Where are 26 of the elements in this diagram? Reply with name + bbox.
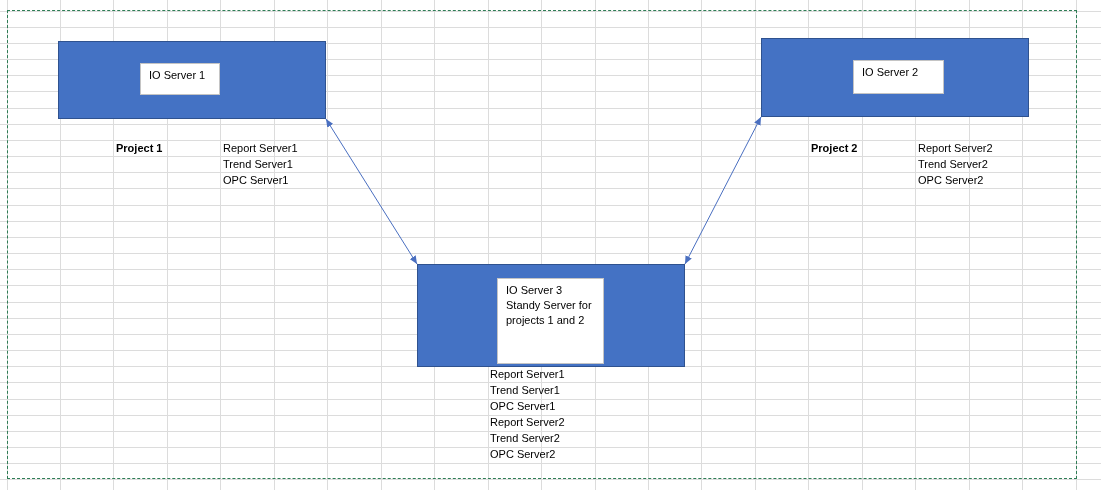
server-block <box>761 38 1029 117</box>
server-list-item: Trend Server1 <box>223 157 293 172</box>
text-panel <box>853 60 944 94</box>
server-list-item: Trend Server2 <box>490 431 560 446</box>
server-list-item: OPC Server2 <box>918 173 984 188</box>
server-list-item: Report Server2 <box>918 141 993 156</box>
double-arrow <box>325 118 418 265</box>
text-panel <box>497 278 604 364</box>
server-list-item: OPC Server1 <box>223 173 289 188</box>
server-name: IO Server 1 <box>149 68 206 83</box>
double-arrow <box>684 116 762 265</box>
server-list-item: Report Server1 <box>223 141 298 156</box>
server-list-item: Trend Server2 <box>918 157 988 172</box>
server-description: Standy Server for projects 1 and 2 <box>506 298 593 328</box>
server-name: IO Server 2 <box>862 65 919 80</box>
text-panel <box>140 63 220 95</box>
server-list-item: Report Server2 <box>490 415 565 430</box>
server-list-item: OPC Server1 <box>490 399 556 414</box>
server-list-item: OPC Server2 <box>490 447 556 462</box>
server-block <box>417 264 685 367</box>
project-label: Project 2 <box>811 141 858 156</box>
server-list-item: Report Server1 <box>490 367 565 382</box>
server-name: IO Server 3 <box>506 283 563 298</box>
server-list-item: Trend Server1 <box>490 383 560 398</box>
project-label: Project 1 <box>116 141 163 156</box>
server-block <box>58 41 326 119</box>
